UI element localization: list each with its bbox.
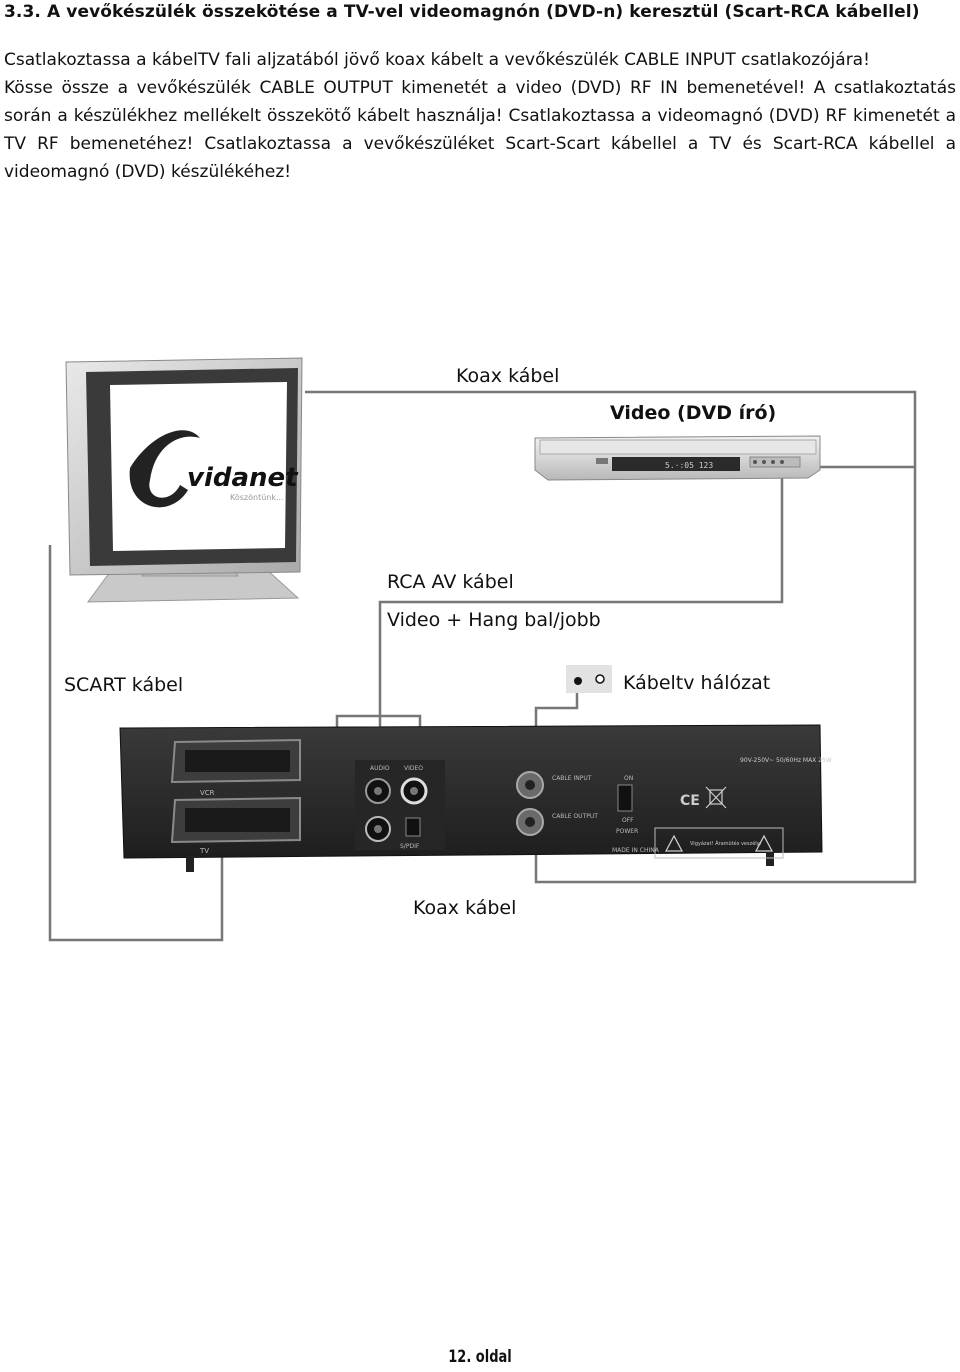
tv-brand-text: vidanet	[187, 463, 299, 493]
spdif-label: S/PDIF	[400, 843, 420, 850]
video-label: VIDEO	[404, 765, 423, 772]
dvd-recorder: 5.·:05 123	[534, 435, 821, 481]
power-on-label: ON	[624, 775, 633, 782]
warning-triangle-icon-right	[754, 834, 774, 852]
scart-cable-label: SCART kábel	[64, 674, 184, 696]
scart-vcr-label: VCR	[200, 789, 215, 797]
instruction-paragraph-2: Kösse össze a vevőkészülék CABLE OUTPUT …	[4, 78, 956, 182]
connection-diagram: vidanet Köszöntünk... 5.·:05 123	[0, 340, 960, 960]
scart-tv-label: TV	[199, 847, 209, 855]
ce-mark: CE	[680, 793, 700, 809]
koax-cable-top	[305, 390, 917, 469]
rca-av-cable-label: RCA AV kábel	[387, 571, 514, 593]
warning-box	[654, 827, 784, 859]
diagram-artwork: vidanet Köszöntünk... 5.·:05 123	[48, 357, 917, 942]
outlet-pin-empty	[595, 674, 605, 684]
cabletv-network-label: Kábeltv hálózat	[623, 672, 771, 694]
tv-tagline-text: Köszöntünk...	[230, 493, 284, 502]
power-switch	[617, 784, 633, 812]
video-audio-label: Video + Hang bal/jobb	[387, 609, 601, 631]
rating-label: 90V-250V~ 50/60Hz MAX 25W	[740, 757, 832, 764]
warning-triangle-icon-left	[664, 834, 684, 852]
koax-cable-top-label: Koax kábel	[456, 365, 560, 387]
cable-input-label: CABLE INPUT	[552, 775, 592, 782]
koax-cable-bottom	[534, 467, 917, 884]
scart-tv-socket	[170, 796, 301, 844]
tv-set: vidanet Köszöntünk...	[65, 357, 303, 603]
instruction-paragraph-1: Csatlakoztassa a kábelTV fali aljzatából…	[4, 50, 870, 70]
scart-cable	[48, 545, 224, 942]
cable-output-label: CABLE OUTPUT	[552, 813, 598, 820]
koax-cable-bottom-label: Koax kábel	[413, 897, 517, 919]
rca-av-cable	[378, 470, 784, 768]
cabletv-outlet	[566, 665, 612, 693]
video-dvd-label: Video (DVD író)	[610, 402, 777, 424]
svg-text:5.·:05 123: 5.·:05 123	[665, 461, 713, 470]
scart-vcr-socket	[170, 738, 301, 784]
outlet-pin-filled	[574, 677, 582, 685]
power-label: POWER	[616, 828, 638, 835]
warning-text: Vigyázat! Áramütés veszély!	[690, 840, 762, 847]
receiver-back-panel: VCR TV AUDIO VIDEO S/PDIF CABLE INPUT	[119, 724, 832, 872]
instructions: Csatlakoztassa a kábelTV fali aljzatából…	[4, 46, 956, 186]
audio-label-top: AUDIO	[370, 765, 390, 772]
made-in-label: MADE IN CHINA	[612, 847, 660, 854]
page-number: 12. oldal	[448, 1347, 512, 1367]
weee-icon	[705, 786, 727, 809]
section-heading: 3.3. A vevőkészülék összekötése a TV-vel…	[4, 2, 920, 22]
power-off-label: OFF	[622, 817, 634, 824]
spdif-port	[405, 817, 421, 837]
